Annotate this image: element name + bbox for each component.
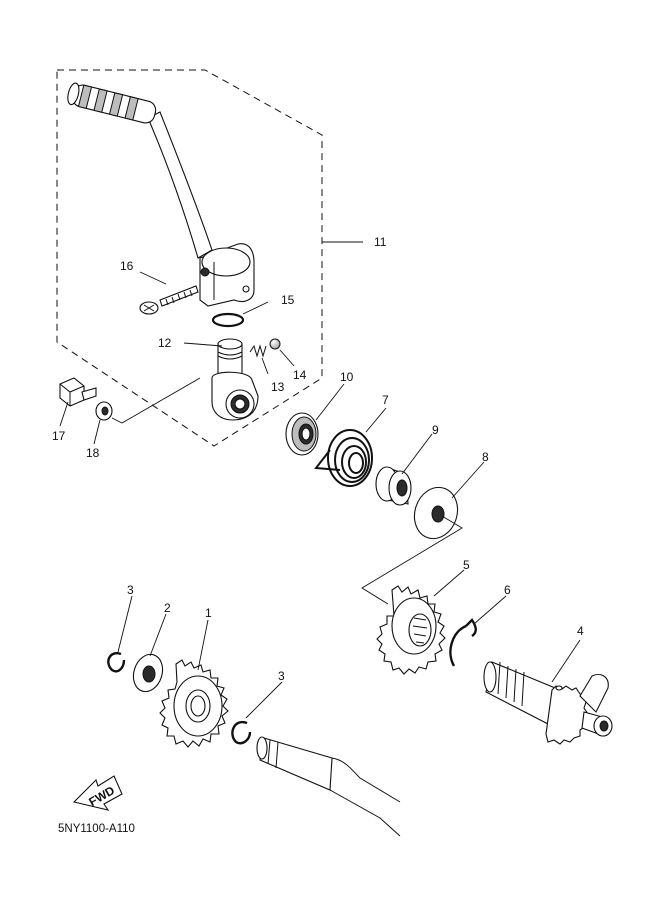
kick-gear-5[interactable] — [376, 585, 446, 675]
callout-13: 13 — [271, 380, 285, 394]
leader-lines — [59, 241, 581, 719]
callout-6: 6 — [504, 583, 511, 597]
fwd-arrow-icon: FWD — [72, 775, 123, 811]
callout-16: 16 — [120, 259, 134, 273]
callout-3-left: 3 — [127, 583, 134, 597]
circlip-3-right[interactable] — [231, 720, 252, 745]
callout-7: 7 — [382, 393, 389, 407]
callout-10: 10 — [340, 370, 354, 384]
kick-axle-12[interactable] — [211, 338, 259, 421]
callout-2: 2 — [164, 601, 171, 615]
callout-5: 5 — [463, 558, 470, 572]
washer-18[interactable] — [95, 401, 113, 421]
kick-crank-lever[interactable] — [66, 82, 255, 307]
callout-15: 15 — [281, 293, 295, 307]
main-axle-shaft — [256, 736, 401, 837]
callout-12: 12 — [158, 336, 172, 350]
callout-18: 18 — [86, 446, 100, 460]
callout-14: 14 — [293, 368, 307, 382]
bolt-16[interactable] — [139, 267, 210, 315]
oil-seal-10[interactable] — [285, 412, 319, 456]
callout-11: 11 — [374, 235, 387, 249]
bushing-9[interactable] — [375, 466, 412, 506]
kick-shaft-4[interactable] — [483, 661, 613, 745]
washer-2[interactable] — [129, 651, 167, 696]
callout-8: 8 — [482, 450, 489, 464]
assembly-boundary-11 — [56, 69, 323, 447]
torsion-spring-7[interactable] — [314, 429, 373, 487]
callout-17: 17 — [52, 429, 66, 443]
callout-1: 1 — [205, 606, 212, 620]
spring-13[interactable] — [249, 344, 267, 358]
o-ring-15[interactable] — [211, 312, 245, 328]
washer-8[interactable] — [408, 482, 464, 544]
circlip-6[interactable] — [449, 618, 477, 667]
bolt-17[interactable] — [59, 377, 97, 407]
ball-14[interactable] — [269, 338, 281, 350]
callout-9: 9 — [432, 423, 439, 437]
circlip-3-left[interactable] — [107, 652, 126, 673]
callout-4: 4 — [577, 624, 584, 638]
callout-3-right: 3 — [278, 669, 285, 683]
diagram-code: 5NY1100-A110 — [58, 823, 135, 835]
idle-gear-1[interactable] — [159, 659, 229, 748]
